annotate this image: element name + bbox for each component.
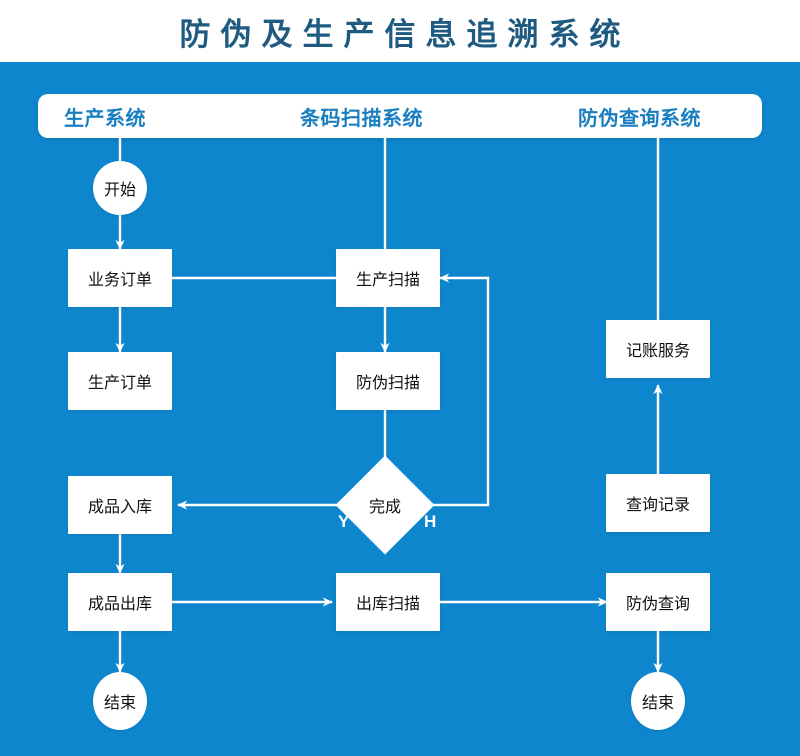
- node-anti-counterfeit-query[interactable]: 防伪查询: [606, 573, 710, 631]
- node-production-scan[interactable]: 生产扫描: [336, 249, 440, 307]
- node-business-order[interactable]: 业务订单: [68, 249, 172, 307]
- node-label: 业务订单: [87, 270, 152, 289]
- node-end-query[interactable]: 结束: [631, 672, 685, 730]
- node-label: 防伪查询: [625, 594, 690, 613]
- node-ledger-service[interactable]: 记账服务: [606, 320, 710, 378]
- node-label: 完成: [368, 496, 402, 516]
- lane-label-production: 生产系统: [64, 105, 146, 130]
- page-title: 防伪及生产信息追溯系统: [179, 16, 631, 53]
- node-finished-goods-out[interactable]: 成品出库: [68, 573, 172, 631]
- node-label: 查询记录: [625, 495, 690, 514]
- node-label: 记账服务: [625, 341, 690, 360]
- node-query-record[interactable]: 查询记录: [606, 474, 710, 532]
- node-label: 结束: [641, 693, 674, 712]
- node-label: 成品出库: [87, 594, 152, 613]
- node-start-production[interactable]: 开始: [93, 161, 147, 215]
- branch-label-no: H: [424, 512, 437, 531]
- page-title-bar: 防伪及生产信息追溯系统: [0, 0, 800, 62]
- node-outbound-scan[interactable]: 出库扫描: [336, 573, 440, 631]
- edge-done-no-to-prod-scan: [420, 273, 490, 507]
- node-end-production[interactable]: 结束: [93, 672, 147, 730]
- node-label: 生产扫描: [355, 270, 420, 289]
- node-label: 防伪扫描: [355, 373, 420, 392]
- lane-label-anti-counterfeit-query: 防伪查询系统: [578, 105, 701, 130]
- lane-header-bar: 生产系统 条码扫描系统 防伪查询系统: [38, 94, 762, 138]
- node-label: 开始: [103, 180, 136, 199]
- node-label: 出库扫描: [355, 594, 420, 613]
- diagram-canvas: 生产系统 条码扫描系统 防伪查询系统: [0, 62, 800, 756]
- branch-label-yes: Y: [338, 512, 350, 531]
- node-label: 生产订单: [87, 373, 152, 392]
- node-label: 成品入库: [87, 497, 152, 516]
- node-production-order[interactable]: 生产订单: [68, 352, 172, 410]
- node-label: 结束: [103, 693, 136, 712]
- node-finished-goods-in[interactable]: 成品入库: [68, 476, 172, 534]
- node-anti-counterfeit-scan[interactable]: 防伪扫描: [336, 352, 440, 410]
- lane-label-barcode-scan: 条码扫描系统: [300, 105, 423, 130]
